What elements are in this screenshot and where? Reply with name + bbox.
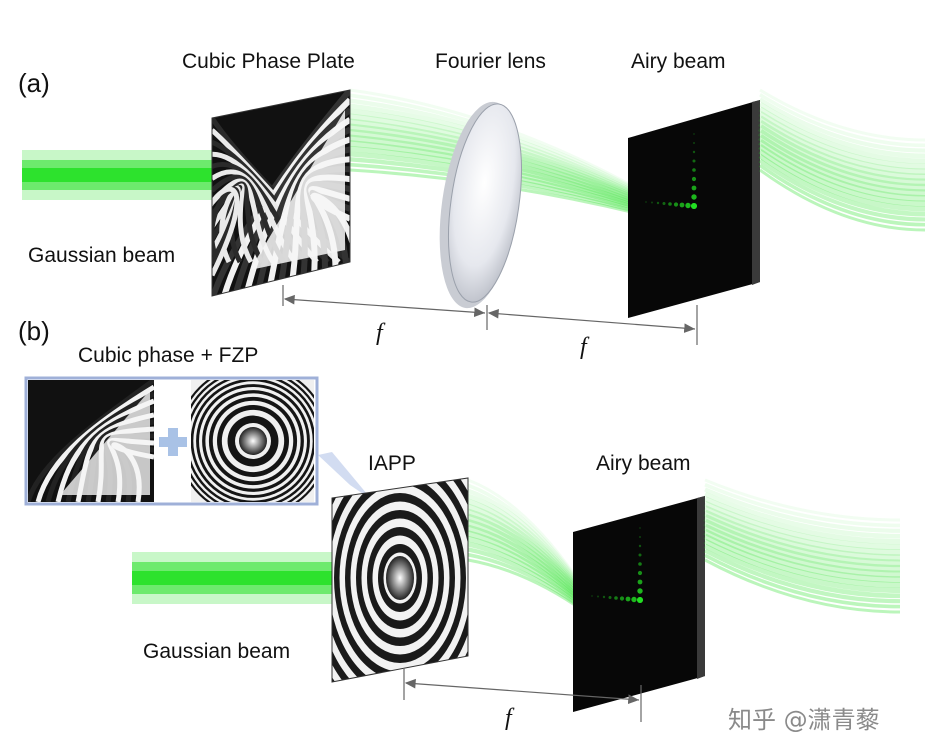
focal-length-1-a: f [376,320,386,346]
plus-icon [159,428,187,456]
airy-beam-output-b [703,478,901,614]
gaussian-beam-label-a: Gaussian beam [28,244,175,267]
cubic-phase-plate-label: Cubic Phase Plate [182,50,355,73]
focal-markers-b [403,668,642,722]
panel-b-tag: (b) [18,316,50,346]
iapp-label: IAPP [368,452,416,475]
focal-length-b: f [505,705,515,731]
gaussian-beam-a [22,150,217,200]
callout-pointer [318,452,372,500]
gaussian-beam-b [132,552,337,604]
airy-screen-b [573,496,705,712]
panel-a-tag: (a) [18,68,50,98]
inset-title: Cubic phase + FZP [78,344,258,367]
cubic-phase-plate [211,89,351,297]
airy-beam-fan-b [466,478,588,614]
fourier-lens-label: Fourier lens [435,50,546,73]
airy-beam-label-b: Airy beam [596,452,691,475]
gaussian-beam-label-b: Gaussian beam [143,640,290,663]
fourier-lens [439,101,522,309]
inset-cubic-plus-fzp [24,376,319,506]
airy-beam-label-a: Airy beam [631,50,726,73]
focal-length-2-a: f [580,334,590,360]
focal-markers-a [282,285,698,345]
watermark: 知乎 @潇青藜 [728,706,880,734]
airy-screen-a [628,100,760,318]
airy-beam-output-a [757,88,925,232]
